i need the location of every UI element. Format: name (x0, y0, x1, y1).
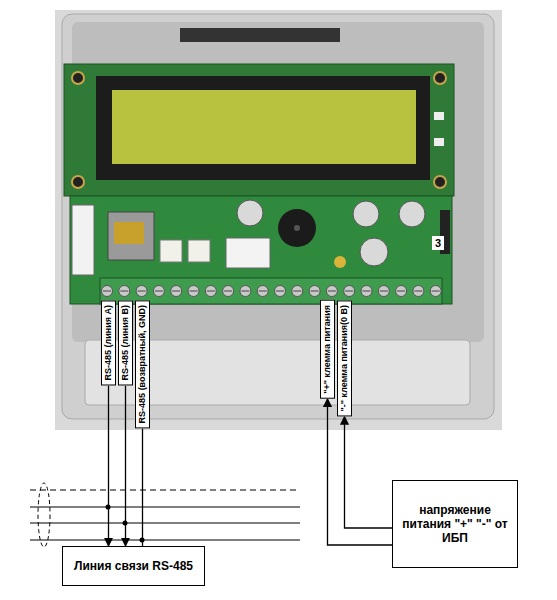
screw-slot (120, 291, 128, 292)
mount-hole (72, 72, 84, 84)
label-box: напряжение питания "+" "-" от ИБП (392, 480, 518, 568)
switch (72, 205, 94, 275)
screw (396, 286, 407, 297)
screw-slot (414, 291, 422, 292)
callout-number: 3 (432, 236, 444, 250)
label-box: Линия связи RS-485 (62, 546, 205, 586)
capacitor (353, 201, 379, 227)
screw-slot (207, 291, 215, 292)
screw-slot (397, 291, 405, 292)
node-text: RS-485 (линия В) (120, 305, 130, 380)
smd-part (434, 138, 444, 146)
connector (180, 28, 340, 42)
terminal-label: RS-485 (линия В) (118, 300, 133, 385)
screw (223, 286, 234, 297)
sd-contacts (114, 222, 144, 244)
mount-hole (72, 176, 84, 188)
terminal-block (100, 278, 442, 304)
node-text: "+" клемма питания (322, 305, 332, 394)
screw-slot (155, 291, 163, 292)
wire (125, 385, 126, 546)
buzzer (278, 209, 316, 247)
capacitor (360, 238, 388, 266)
screw-slot (241, 291, 249, 292)
smd-part (434, 112, 444, 120)
screw (292, 286, 303, 297)
lcd-board (64, 64, 454, 196)
screw (275, 286, 286, 297)
screw (171, 286, 182, 297)
node-text: Линия связи RS-485 (74, 559, 193, 573)
screw (240, 286, 251, 297)
terminal-label: RS-485 (линия А) (101, 300, 116, 385)
screw (361, 286, 372, 297)
wire (108, 385, 109, 546)
screw-slot (328, 291, 336, 292)
screw-slot (138, 291, 146, 292)
screw (344, 286, 355, 297)
wire (345, 416, 393, 528)
capacitor (399, 201, 425, 227)
screw (326, 286, 337, 297)
bus-wire (30, 490, 300, 491)
mount-hole (434, 72, 446, 84)
housing (62, 14, 494, 419)
capacitor (237, 200, 263, 226)
screw-slot (345, 291, 353, 292)
terminal-label: "-" клемма питания(0 В) (337, 300, 352, 416)
screw-slot (103, 291, 111, 292)
screw (205, 286, 216, 297)
mount-hole (434, 176, 446, 188)
screw-slot (363, 291, 371, 292)
buzzer-hole (294, 225, 300, 231)
terminal-label: RS-485 (возвратный, GND) (135, 300, 150, 428)
screw (413, 286, 424, 297)
screw-slot (190, 291, 198, 292)
screw (309, 286, 320, 297)
relay (226, 238, 270, 268)
screw (257, 286, 268, 297)
screw-slot (432, 291, 440, 292)
screw-slot (293, 291, 301, 292)
node-text: RS-485 (линия А) (103, 305, 113, 380)
capacitor-small (334, 256, 346, 268)
screw (119, 286, 130, 297)
bus-wire (30, 507, 300, 540)
screw-slot (380, 291, 388, 292)
screw (378, 286, 389, 297)
screw (102, 286, 113, 297)
screw-slot (259, 291, 267, 292)
screw-slot (311, 291, 319, 292)
main-board (70, 196, 452, 304)
node-text: напряжение питания "+" "-" от ИБП (399, 503, 511, 545)
node-text: RS-485 (возвратный, GND) (137, 305, 147, 423)
node-text: "-" клемма питания(0 В) (339, 305, 349, 411)
screw-slot (172, 291, 180, 292)
optocoupler (160, 240, 182, 262)
photo-ground (55, 10, 502, 430)
screw (153, 286, 164, 297)
screw (188, 286, 199, 297)
wire (328, 399, 393, 545)
sd-slot (108, 212, 154, 260)
screw-slot (224, 291, 232, 292)
optocoupler (188, 240, 210, 262)
screw (136, 286, 147, 297)
cable-ellipse (38, 483, 50, 547)
terminal-screws (102, 286, 442, 297)
lcd-glass (112, 90, 416, 164)
screw-slot (276, 291, 284, 292)
screw (430, 286, 441, 297)
lcd-bezel (96, 76, 430, 180)
wire (142, 428, 143, 546)
terminal-label: "+" клемма питания (320, 300, 335, 399)
